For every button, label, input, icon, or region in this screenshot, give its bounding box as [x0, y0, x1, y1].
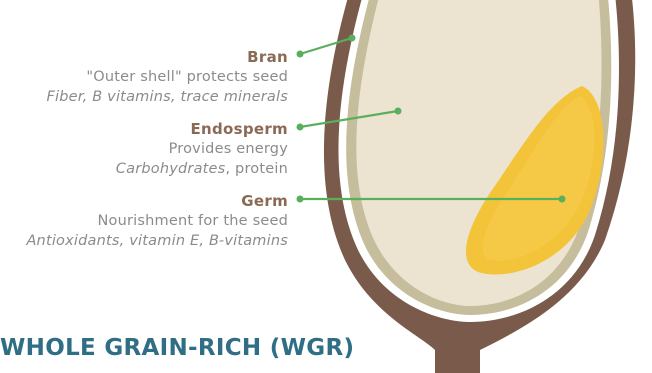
germ-nutrients: Antioxidants, vitamin E, B-vitamins: [26, 233, 288, 249]
endosperm-pointer-dot-right: [395, 108, 402, 115]
endosperm-nutrients-rest: , protein: [225, 161, 288, 177]
bran-description: "Outer shell" protects seed: [46, 67, 288, 87]
bran-pointer-dot-right: [349, 35, 356, 42]
endosperm-label-group: Endosperm Provides energy Carbohydrates,…: [116, 119, 288, 179]
germ-pointer-dot-right: [559, 196, 566, 203]
germ-pointer-dot-left: [297, 196, 304, 203]
section-heading: WHOLE GRAIN-RICH (WGR): [0, 335, 354, 361]
endosperm-nutrients: Carbohydrates, protein: [116, 159, 288, 179]
germ-title: Germ: [26, 191, 288, 211]
bran-pointer-dot-left: [297, 51, 304, 58]
bran-label-group: Bran "Outer shell" protects seed Fiber, …: [46, 47, 288, 107]
bran-title: Bran: [46, 47, 288, 67]
germ-label-group: Germ Nourishment for the seed Antioxidan…: [26, 191, 288, 251]
bran-nutrients: Fiber, B vitamins, trace minerals: [46, 89, 288, 105]
endosperm-description: Provides energy: [116, 139, 288, 159]
endosperm-title: Endosperm: [116, 119, 288, 139]
endosperm-pointer-dot-left: [297, 124, 304, 131]
germ-description: Nourishment for the seed: [26, 211, 288, 231]
endosperm-nutrients-italic: Carbohydrates: [116, 161, 226, 177]
